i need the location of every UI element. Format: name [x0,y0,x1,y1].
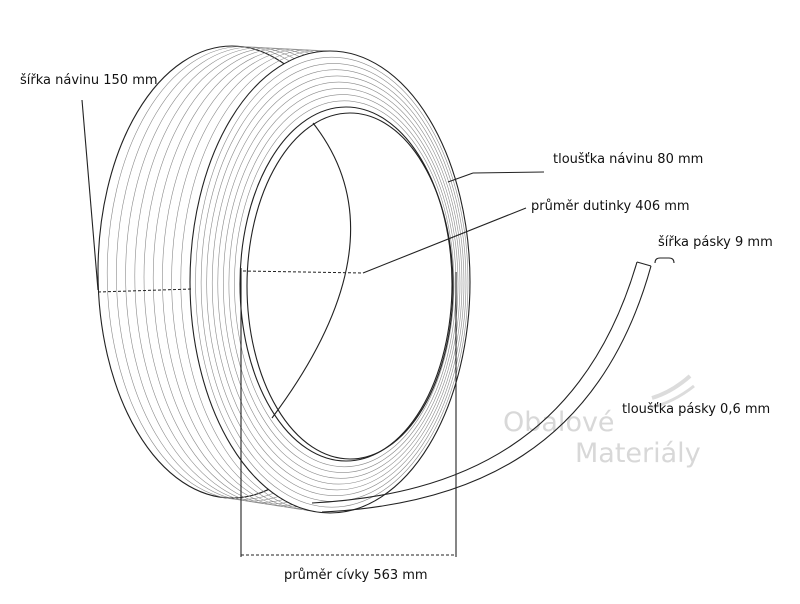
coil-front-ring [211,75,463,491]
label-winding-thickness: tloušťka návinu 80 mm [553,152,703,167]
label-strap-thickness: tloušťka pásky 0,6 mm [622,402,770,417]
watermark-swoosh-icon [651,374,692,400]
watermark-line2: Materiály [575,438,701,469]
watermark-swoosh-icon [649,384,695,410]
coil-front-ring [234,100,455,468]
label-strap-width: šířka pásky 9 mm [658,235,773,250]
label-coil-diameter: průměr cívky 563 mm [284,568,428,583]
core-hole-inner [246,112,454,460]
label-coil-width: šířka návinu 150 mm [20,73,158,88]
strap-end [636,261,652,267]
leader-coil-width [81,99,99,291]
coil-front-fill [190,51,470,513]
strap-tail [311,257,675,513]
leader-winding-thickness-a [447,172,474,183]
strap-inner-edge [311,261,638,504]
coil-front-ring [217,81,461,485]
coil-front-ring [195,56,469,508]
coil-front-ring [223,88,459,479]
label-core-diameter: průměr dutinky 406 mm [531,199,690,214]
dimension-lines [81,99,545,557]
leader-winding-thickness-b [472,171,545,174]
dim-coil-width [97,288,193,293]
coil-outer-edge [189,50,471,514]
strap-width-brace-icon [654,257,675,264]
watermark-line1: Obalové [503,407,615,438]
core-hole-edge [239,106,453,462]
watermark-logo: Obalové Materiály [503,374,701,469]
strap-outer-edge [321,265,652,513]
core-back-edge [271,122,352,419]
coil-front-rings [195,56,469,508]
coil-front-ring [206,69,465,496]
leader-core-diameter [362,207,527,274]
dim-core-radius [242,270,364,274]
